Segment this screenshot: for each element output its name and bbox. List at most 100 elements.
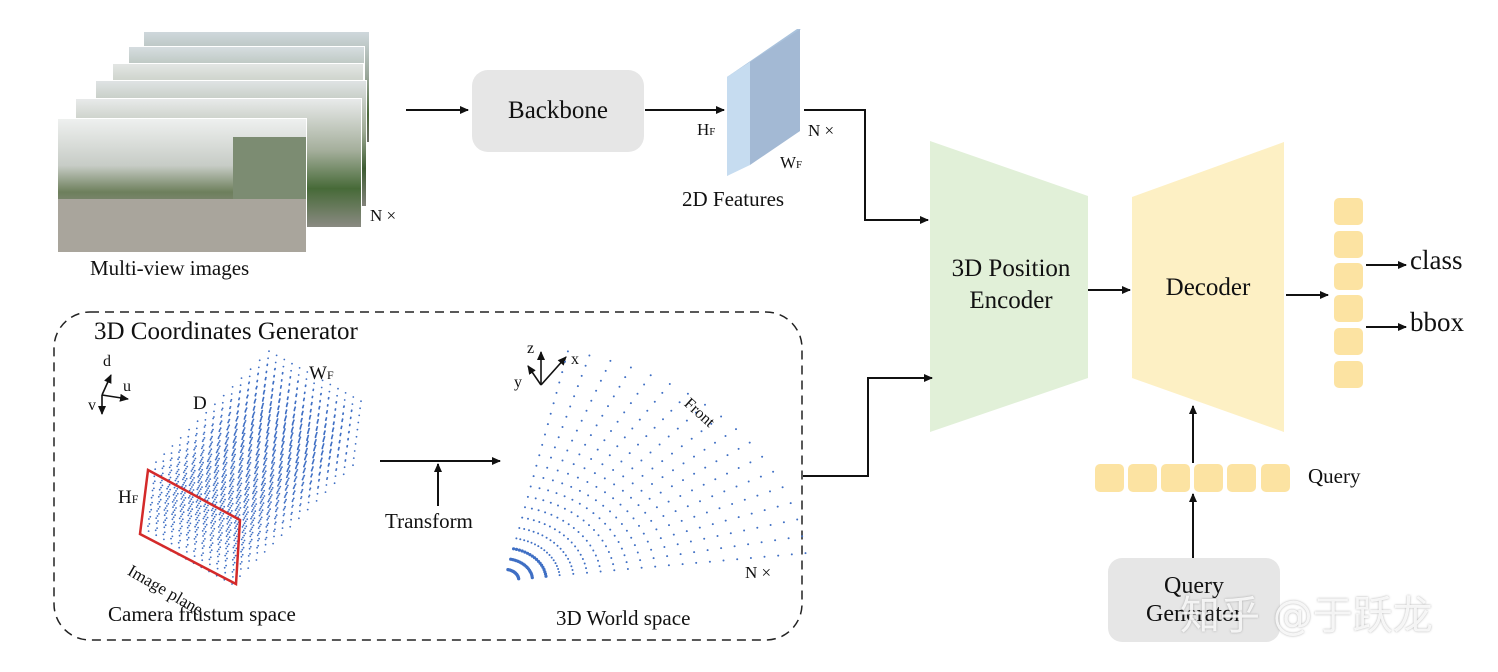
frustum-point: [201, 542, 204, 544]
frustum-point: [181, 513, 184, 516]
world-point: [625, 561, 628, 564]
frustum-point: [337, 453, 339, 456]
frustum-point: [188, 502, 190, 504]
frustum-point: [185, 455, 188, 458]
frustum-point: [217, 437, 220, 440]
frustum-point: [253, 494, 256, 497]
world-point: [667, 564, 670, 567]
world-point: [578, 502, 581, 505]
frustum-point: [240, 568, 242, 570]
query-token: [1194, 464, 1223, 492]
frustum-point: [207, 509, 210, 512]
frustum-point: [164, 524, 167, 527]
world-point: [722, 559, 725, 562]
frustum-point: [277, 483, 280, 486]
world-point: [613, 569, 616, 572]
world-point: [718, 507, 721, 510]
frustum-point: [248, 560, 251, 562]
frustum-point: [291, 500, 294, 503]
frustum-point: [206, 471, 209, 474]
frustum-point: [215, 479, 218, 481]
frustum-point: [191, 486, 193, 488]
world-point: [553, 528, 556, 531]
world-point: [676, 427, 679, 430]
frustum-point: [197, 492, 200, 494]
frustum-point: [202, 438, 205, 441]
frustum-point: [172, 528, 175, 531]
frustum-point: [277, 411, 280, 413]
frustum-point: [166, 505, 168, 507]
frustum-point: [359, 407, 361, 410]
world-point: [599, 379, 602, 382]
frustum-point: [329, 455, 331, 458]
world-point: [521, 516, 524, 519]
frustum-point: [170, 542, 173, 545]
world-point: [553, 446, 556, 449]
frustum-point: [321, 450, 324, 453]
world-point: [620, 460, 623, 463]
world-point: [617, 541, 620, 543]
frustum-point: [195, 432, 198, 435]
frustum-point: [272, 459, 274, 462]
frustum-point: [201, 468, 204, 471]
frustum-point: [264, 466, 266, 469]
frustum-point: [286, 491, 288, 494]
frustum-point: [163, 531, 166, 534]
world-point: [526, 540, 529, 543]
frustum-point: [257, 527, 260, 529]
frustum-point: [149, 515, 152, 518]
world-point: [626, 568, 629, 570]
frustum-point: [199, 512, 201, 515]
world-point: [546, 423, 549, 426]
frustum-point: [227, 425, 230, 428]
watermark-text: 知乎 @于跃龙: [1180, 593, 1433, 639]
frustum-point: [253, 517, 256, 520]
frustum-point: [224, 452, 227, 455]
frustum-point: [247, 511, 249, 513]
world-point: [603, 477, 606, 480]
frustum-point: [313, 451, 316, 454]
frustum-point: [220, 488, 223, 491]
world-point: [519, 538, 522, 541]
world-point: [703, 448, 706, 451]
frustum-point: [212, 428, 214, 431]
frustum-point: [202, 444, 205, 446]
frustum-point: [166, 492, 169, 495]
frustum-point: [211, 525, 214, 527]
frustum-point: [284, 489, 287, 491]
frustum-point: [324, 491, 327, 493]
frustum-point: [232, 551, 235, 554]
frustum-point: [318, 478, 321, 481]
frustum-point: [251, 521, 254, 524]
frustum-point: [243, 522, 246, 525]
world-point: [546, 466, 549, 469]
frustum-point: [271, 470, 274, 473]
frustum-point: [305, 454, 308, 457]
frustum-point: [199, 477, 202, 480]
frustum-point: [161, 472, 164, 475]
frustum-point: [349, 423, 351, 426]
frustum-point: [292, 426, 294, 429]
frustum-point: [325, 423, 327, 425]
frustum-point: [236, 500, 239, 503]
frustum-point: [242, 445, 245, 448]
frustum-point: [299, 503, 302, 505]
frustum-point: [313, 382, 315, 385]
frustum-point: [263, 468, 265, 470]
frustum-point: [235, 502, 238, 504]
world-point: [700, 430, 703, 433]
world-point: [710, 422, 713, 425]
world-point: [636, 551, 639, 554]
world-point: [743, 529, 746, 532]
frustum-point: [292, 499, 294, 501]
frustum-point: [195, 440, 197, 442]
frustum-point: [269, 508, 271, 511]
frustum-point: [233, 521, 236, 524]
frustum-point: [257, 445, 259, 448]
frustum-point: [216, 466, 219, 469]
frustum-point: [251, 436, 254, 439]
world-point: [711, 523, 714, 526]
frustum-point: [229, 483, 232, 486]
transform-label: Transform: [385, 509, 473, 533]
frustum-point: [218, 457, 221, 460]
